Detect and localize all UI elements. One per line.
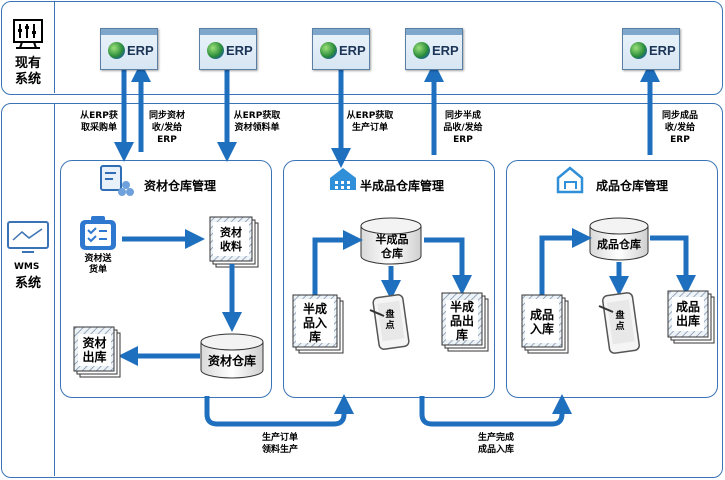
semi-inbound-label: 半成 品入 库: [302, 302, 327, 344]
semi-warehouse-icon: [330, 168, 356, 190]
label-sync-material: 同步资材 收/发给 ERP: [148, 111, 185, 145]
arrow-production-order: [204, 394, 354, 427]
clipboard-icon: [80, 216, 116, 250]
monitor-icon: [7, 221, 49, 253]
erp-window-5: ERP: [622, 28, 680, 70]
label-get-purchase: 从ERP获 取采购单: [80, 111, 118, 133]
label-get-production: 从ERP获取 生产订单: [346, 111, 394, 133]
globe-icon: [207, 42, 224, 59]
arrow-production-complete: [419, 394, 572, 427]
wms-system-label: 系统: [14, 276, 41, 291]
material-outbound-label: 资材 出库: [82, 336, 107, 364]
material-warehouse-label: 资材仓库: [207, 354, 256, 368]
erp-window-4: ERP: [405, 28, 463, 70]
finished-warehouse-icon: [556, 166, 584, 194]
semi-inbound-doc-stack: [292, 294, 344, 354]
finished-tablet-icon: [598, 292, 640, 354]
material-receive-label: 资材 收料: [220, 226, 242, 253]
label-sync-semi: 同步半成 品收/发给 ERP: [443, 111, 483, 145]
material-warehouse-title: 资材仓库管理: [144, 179, 217, 193]
semi-count-label: 盘 点: [385, 310, 395, 331]
finished-warehouse-title: 成品仓库管理: [596, 179, 669, 193]
globe-icon: [108, 42, 125, 59]
finished-warehouse-label: 成品仓库: [597, 238, 641, 251]
label-production-complete: 生产完成 成品入库: [477, 433, 514, 455]
semi-warehouse-label: 半成品 仓库: [375, 233, 409, 260]
finished-inbound-label: 成品 入库: [529, 308, 554, 336]
panel-divider-top: [54, 2, 55, 93]
erp-window-2: ERP: [199, 28, 257, 70]
finished-warehouse-cylinder: [589, 217, 649, 261]
semi-warehouse-cylinder: [360, 217, 422, 265]
label-sync-finished: 同步成品 收/发给 ERP: [661, 111, 698, 145]
globe-icon: [413, 42, 430, 59]
semi-outbound-label: 半成 品出 库: [449, 300, 474, 342]
finished-outbound-doc-stack: [667, 290, 715, 344]
globe-icon: [320, 42, 337, 59]
finished-inbound-doc-stack: [521, 294, 569, 354]
globe-icon: [630, 42, 647, 59]
panel-divider-bottom: [54, 104, 55, 476]
material-warehouse-cylinder: [200, 333, 264, 379]
server-rack-icon: [13, 19, 43, 49]
wms-code-label: WMS: [14, 262, 40, 272]
finished-count-label: 盘 点: [615, 311, 625, 332]
label-production-order: 生产订单 领料生产: [261, 433, 298, 455]
existing-system-label: 现有 系统: [14, 56, 41, 87]
material-warehouse-icon: [100, 165, 134, 196]
semi-warehouse-title: 半成品仓库管理: [360, 179, 445, 193]
receive-doc-stack: [209, 216, 259, 268]
erp-window-3: ERP: [312, 28, 370, 70]
semi-outbound-doc-stack: [441, 292, 489, 352]
erp-window-1: ERP: [100, 28, 158, 70]
material-outbound-doc-stack: [73, 326, 121, 378]
finished-outbound-label: 成品 出库: [675, 300, 700, 328]
semi-tablet-icon: [369, 294, 410, 350]
material-delivery-label: 资材送 货单: [84, 254, 112, 275]
label-get-material-pick: 从ERP获取 资材领料单: [233, 111, 281, 133]
